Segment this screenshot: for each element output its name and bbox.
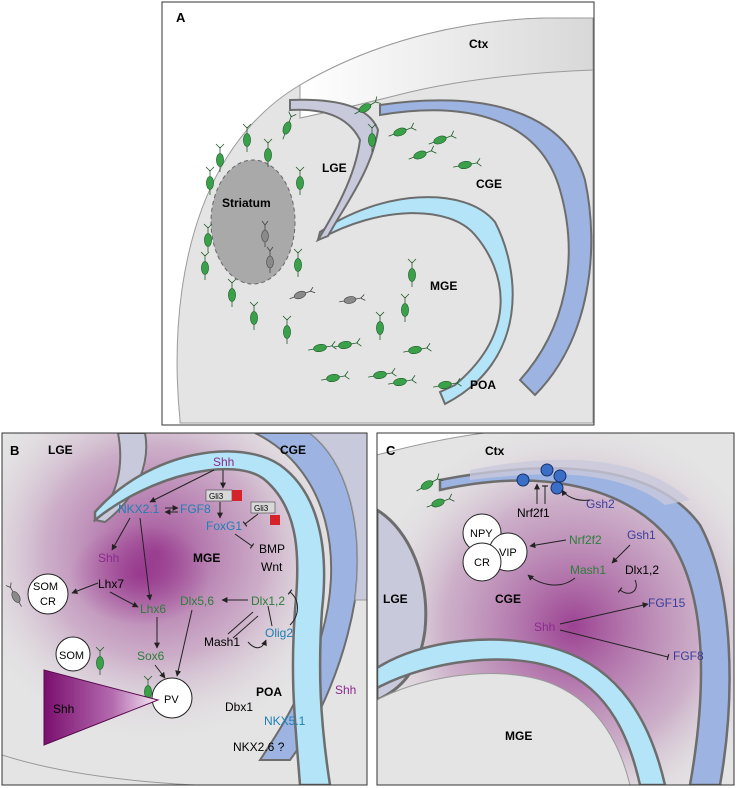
shh-gradient-triangle (43, 669, 160, 746)
panel-a-cge-vz (379, 99, 593, 397)
panel-a-ctx-band (299, 17, 594, 119)
gene-shh-right: Shh (335, 683, 356, 697)
label-lge-b: LGE (48, 443, 73, 457)
label-cge-b: CGE (280, 443, 306, 457)
gene-mash1-c: Mash1 (570, 563, 606, 577)
label-ctx-c: Ctx (485, 444, 505, 458)
gene-sox6: Sox6 (137, 649, 165, 663)
panel-b-lge-vz (92, 433, 148, 524)
label-cge-c: CGE (495, 592, 521, 606)
cell-som-label: SOM (59, 650, 84, 662)
panel-a-letter: A (176, 10, 186, 25)
gene-shh-top: Shh (213, 455, 234, 469)
gene-nrf2f2: Nrf2f2 (569, 533, 602, 547)
gene-shh-mid: Shh (98, 551, 119, 565)
label-mge-a: MGE (430, 279, 457, 293)
panel-b-letter: B (10, 443, 19, 458)
gene-fgf8-b: FGF8 (180, 502, 211, 516)
label-lge-a: LGE (322, 161, 347, 175)
gene-bmp: BMP (259, 542, 285, 556)
panel-c-letter: C (386, 443, 396, 458)
cell-som-cr-som: SOM (33, 581, 58, 593)
label-mge-c: MGE (505, 729, 532, 743)
cell-pv-label: PV (164, 694, 179, 706)
gene-gli3-b: Gli3 (254, 504, 269, 513)
panel-a-mge-vz (316, 196, 514, 406)
pathway-arrows-b (71, 469, 298, 679)
cell-som-cr-cr: CR (40, 596, 56, 608)
gene-gsh2: Gsh2 (586, 497, 615, 511)
panel-c: C Ctx LGE CGE MGE Gsh2 Nrf2f1 Nrf2f2 Gsh… (376, 432, 735, 786)
gene-fgf15: FGF15 (648, 596, 686, 610)
label-cge-a: CGE (476, 177, 502, 191)
gene-dlx56: Dlx5,6 (180, 594, 214, 608)
label-mge-b: MGE (193, 551, 220, 565)
gene-dbx1: Dbx1 (225, 700, 253, 714)
gene-nkx26: NKX2.6 ? (233, 740, 285, 754)
gene-dlx12-b: Dlx1,2 (251, 594, 285, 608)
gene-gli3-a: Gli3 (209, 492, 224, 501)
cell-cr-c-label: CR (474, 557, 490, 569)
label-poa-a: POA (470, 378, 496, 392)
label-lge-c: LGE (383, 592, 408, 606)
gene-wnt: Wnt (261, 560, 283, 574)
gene-fgf8-c: FGF8 (673, 649, 704, 663)
gene-lhx6: Lhx6 (140, 602, 166, 616)
gene-nkx21: NKX2.1 (118, 502, 160, 516)
gli3-box-a: Gli3 (205, 489, 242, 502)
progenitor-cells-c (516, 463, 567, 495)
label-poa-b: POA (256, 685, 282, 699)
gene-gsh1: Gsh1 (627, 528, 656, 542)
label-ctx-a: Ctx (469, 37, 489, 51)
panel-a: A Ctx LGE CGE MGE POA Striatum (161, 1, 595, 426)
cell-vip-label: VIP (499, 547, 517, 559)
gene-shh-triangle: Shh (53, 702, 74, 716)
gene-shh-c: Shh (534, 620, 555, 634)
gene-nkx51: NKX5.1 (264, 714, 306, 728)
pathway-arrows-c (527, 483, 670, 661)
label-striatum: Striatum (222, 196, 271, 210)
gene-dlx12-c: Dlx1,2 (625, 563, 659, 577)
gli3-box-b: Gli3 (250, 501, 280, 525)
striatum (210, 159, 296, 285)
cell-npy-label: NPY (470, 528, 493, 540)
gene-mash1-b: Mash1 (204, 635, 240, 649)
cell-som-cr (27, 573, 69, 615)
panel-b: B LGE CGE MGE POA Shh NKX2.1 FGF8 Gli3 G… (1, 432, 368, 786)
panel-b-mge-vz (93, 450, 332, 785)
cell-cr-c (462, 542, 502, 582)
gene-nrf2f1: Nrf2f1 (517, 506, 550, 520)
cell-som (55, 636, 91, 672)
gene-foxg1: FoxG1 (206, 519, 242, 533)
gene-olig2: Olig2 (265, 626, 293, 640)
gene-lhx7: Lhx7 (98, 577, 124, 591)
